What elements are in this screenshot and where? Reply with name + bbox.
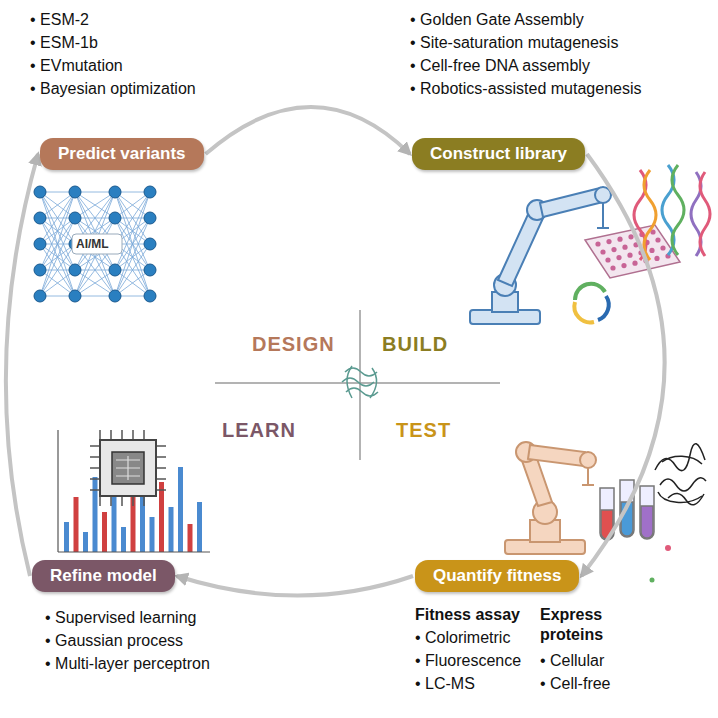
bullet-item: • Golden Gate Assembly bbox=[410, 10, 584, 30]
phase-label: TEST bbox=[396, 420, 451, 440]
phase-label: LEARN bbox=[222, 420, 296, 440]
bullet-item: • ESM-1b bbox=[30, 33, 98, 53]
robot-arm bbox=[505, 442, 596, 554]
badge-label: AI/ML bbox=[74, 237, 111, 251]
bullet-item: • Cell-free bbox=[540, 674, 611, 694]
neural-network bbox=[34, 186, 156, 302]
bullet-item: • Fluorescence bbox=[415, 651, 521, 671]
list-heading: Express proteins bbox=[540, 605, 630, 645]
cycle-arrow bbox=[177, 576, 413, 596]
stage-box: Refine model bbox=[32, 560, 175, 592]
bullet-item: • Colorimetric bbox=[415, 628, 510, 648]
list-heading: Fitness assay bbox=[415, 605, 520, 625]
dot bbox=[665, 545, 671, 551]
stage-box: Construct library bbox=[412, 138, 585, 170]
phase-label: BUILD bbox=[382, 334, 448, 354]
stage-title: Predict variants bbox=[58, 144, 186, 164]
bullet-item: • LC-MS bbox=[415, 674, 475, 694]
bullet-item: • EVmutation bbox=[30, 56, 123, 76]
bullet-item: • Supervised learning bbox=[45, 608, 196, 628]
stage-title: Refine model bbox=[50, 566, 157, 586]
phase-label: DESIGN bbox=[252, 334, 335, 354]
bullet-item: • Bayesian optimization bbox=[30, 79, 196, 99]
stage-title: Construct library bbox=[430, 144, 567, 164]
stage-box: Quantify fitness bbox=[415, 560, 579, 592]
ai-badge bbox=[72, 234, 122, 254]
chip-icon bbox=[90, 430, 166, 506]
axis bbox=[58, 551, 210, 552]
bullet-item: • Robotics-assisted mutagenesis bbox=[410, 79, 641, 99]
cycle-arrow bbox=[206, 107, 410, 154]
bullet-item: • Cellular bbox=[540, 651, 604, 671]
stage-box: Predict variants bbox=[40, 138, 204, 170]
plasmid bbox=[574, 284, 608, 323]
protein-structure bbox=[655, 444, 706, 505]
bar-chart bbox=[64, 452, 202, 552]
protein-icon bbox=[342, 366, 378, 398]
stage-title: Quantify fitness bbox=[433, 566, 561, 586]
cycle-arrow bbox=[6, 154, 38, 576]
bullet-item: • Multi-layer perceptron bbox=[45, 654, 210, 674]
bullet-item: • Cell-free DNA assembly bbox=[410, 56, 590, 76]
axis bbox=[57, 430, 58, 552]
bullet-item: • ESM-2 bbox=[30, 10, 89, 30]
bullet-item: • Site-saturation mutagenesis bbox=[410, 33, 618, 53]
robot-arm bbox=[470, 187, 611, 324]
cycle-arrow bbox=[581, 154, 664, 576]
bullet-item: • Gaussian process bbox=[45, 631, 183, 651]
dot bbox=[650, 578, 655, 583]
dna-helix bbox=[634, 165, 710, 260]
